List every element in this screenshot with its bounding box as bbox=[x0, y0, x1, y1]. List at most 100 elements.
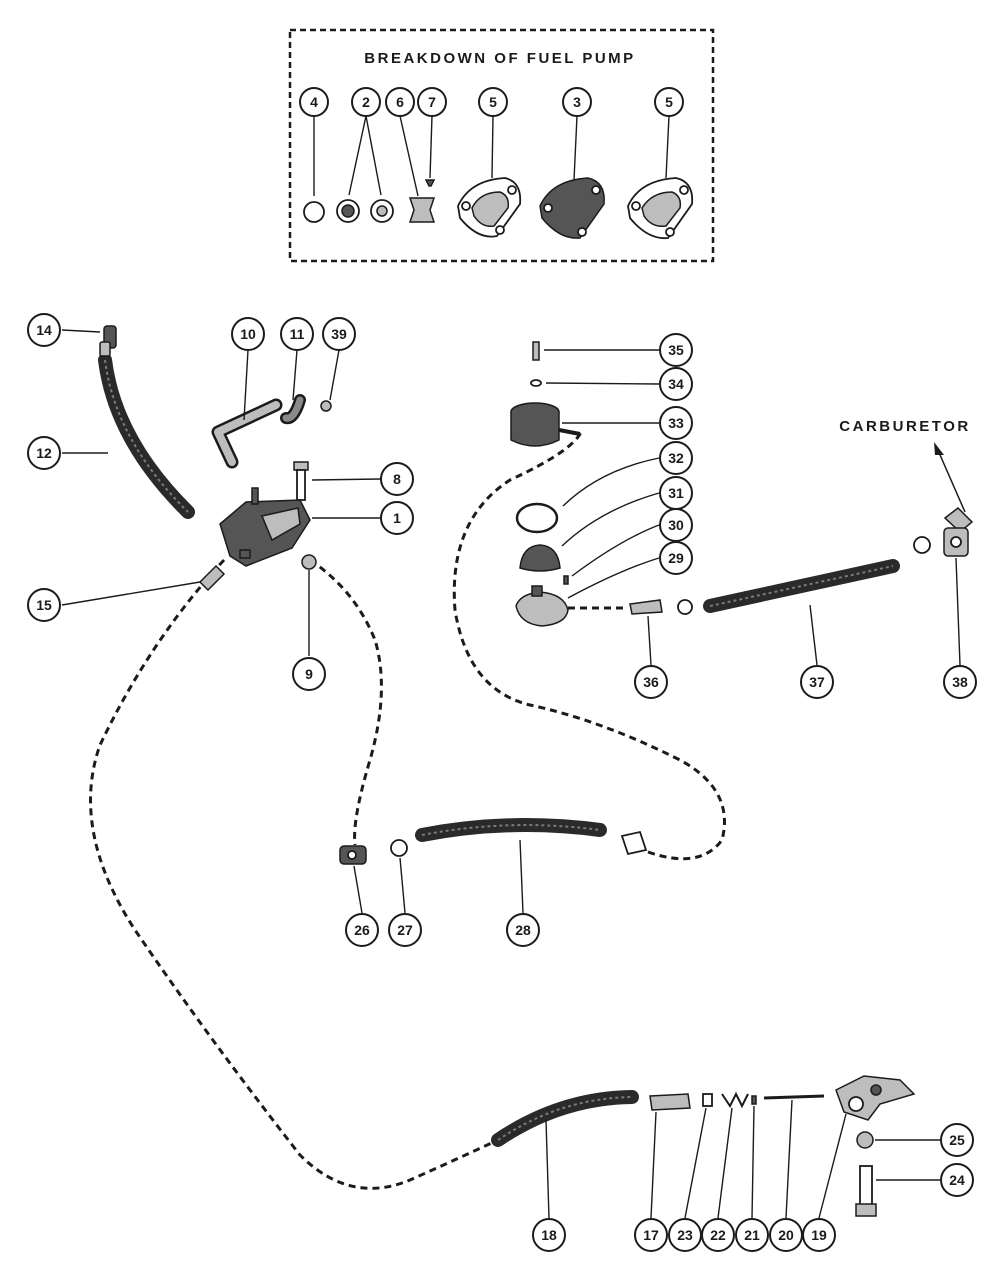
svg-text:3: 3 bbox=[573, 94, 581, 110]
svg-text:22: 22 bbox=[710, 1227, 726, 1243]
part-39-screw bbox=[320, 400, 332, 412]
svg-text:1: 1 bbox=[393, 510, 401, 526]
part-1-fuel-pump bbox=[219, 487, 311, 567]
svg-text:35: 35 bbox=[668, 342, 684, 358]
inset-title: BREAKDOWN OF FUEL PUMP bbox=[364, 50, 635, 67]
svg-text:4: 4 bbox=[310, 94, 318, 110]
callout-23: 23 bbox=[668, 1218, 702, 1252]
svg-text:17: 17 bbox=[643, 1227, 659, 1243]
callout-5-left: 5 bbox=[478, 87, 508, 117]
part-28-nut bbox=[620, 830, 648, 856]
svg-text:36: 36 bbox=[643, 674, 659, 690]
svg-text:15: 15 bbox=[36, 597, 52, 613]
callout-20: 20 bbox=[769, 1218, 803, 1252]
svg-text:5: 5 bbox=[665, 94, 673, 110]
callout-15: 15 bbox=[27, 588, 61, 622]
callout-33: 33 bbox=[659, 406, 693, 440]
svg-text:7: 7 bbox=[428, 94, 436, 110]
part-29-filter-base bbox=[515, 585, 569, 627]
fuel-line-routes bbox=[89, 429, 726, 1190]
callout-19: 19 bbox=[802, 1218, 836, 1252]
callout-24: 24 bbox=[940, 1163, 974, 1197]
part-6-valve-retainer bbox=[399, 115, 436, 223]
leader-lines bbox=[61, 329, 961, 1219]
part-17-fitting bbox=[649, 1093, 691, 1111]
svg-text:33: 33 bbox=[668, 415, 684, 431]
svg-text:38: 38 bbox=[952, 674, 968, 690]
route-pump-to-inlet-hose bbox=[89, 558, 499, 1190]
callout-8: 8 bbox=[380, 462, 414, 496]
svg-text:5: 5 bbox=[489, 94, 497, 110]
part-24-bolt bbox=[855, 1165, 877, 1217]
part-8-bolt bbox=[293, 461, 309, 501]
part-33-filter-bowl bbox=[510, 402, 581, 447]
part-36-nut bbox=[677, 599, 693, 615]
callout-25: 25 bbox=[940, 1123, 974, 1157]
svg-text:12: 12 bbox=[36, 445, 52, 461]
callout-21: 21 bbox=[735, 1218, 769, 1252]
part-32-o-ring bbox=[515, 502, 559, 534]
part-20-rod bbox=[763, 1094, 825, 1100]
svg-text:31: 31 bbox=[668, 485, 684, 501]
svg-text:8: 8 bbox=[393, 471, 401, 487]
svg-text:39: 39 bbox=[331, 326, 347, 342]
hose-37 bbox=[703, 559, 900, 613]
svg-text:28: 28 bbox=[515, 922, 531, 938]
part-10-tube bbox=[211, 398, 283, 469]
part-26-elbow bbox=[339, 845, 367, 865]
svg-text:27: 27 bbox=[397, 922, 413, 938]
callouts: 4 2 6 7 5 3 5 14 12 15 10 11 39 8 1 9 35… bbox=[27, 87, 977, 1252]
callout-17: 17 bbox=[634, 1218, 668, 1252]
svg-text:2: 2 bbox=[362, 94, 370, 110]
callout-6: 6 bbox=[385, 87, 415, 117]
part-30-screw bbox=[563, 575, 569, 585]
part-22-spring bbox=[721, 1091, 749, 1109]
callout-2: 2 bbox=[351, 87, 381, 117]
svg-text:29: 29 bbox=[668, 550, 684, 566]
parts bbox=[99, 325, 974, 1217]
callout-39: 39 bbox=[322, 317, 356, 351]
svg-text:19: 19 bbox=[811, 1227, 827, 1243]
callout-37: 37 bbox=[800, 665, 834, 699]
svg-text:18: 18 bbox=[541, 1227, 557, 1243]
route-filter-return bbox=[452, 429, 726, 861]
part-23-part bbox=[702, 1093, 713, 1107]
callout-32: 32 bbox=[659, 441, 693, 475]
carburetor-label: CARBURETOR bbox=[839, 418, 970, 435]
callout-12: 12 bbox=[27, 436, 61, 470]
part-4-valve-disk bbox=[303, 116, 325, 223]
callout-11: 11 bbox=[280, 317, 314, 351]
callout-3: 3 bbox=[562, 87, 592, 117]
part-34-washer bbox=[530, 379, 542, 387]
svg-text:32: 32 bbox=[668, 450, 684, 466]
part-15-fitting bbox=[198, 564, 226, 592]
svg-text:25: 25 bbox=[949, 1132, 965, 1148]
carburetor-arrow bbox=[934, 442, 966, 513]
callout-10: 10 bbox=[231, 317, 265, 351]
svg-text:6: 6 bbox=[396, 94, 404, 110]
callout-29: 29 bbox=[659, 541, 693, 575]
part-38-elbow-fitting bbox=[943, 507, 974, 557]
svg-text:34: 34 bbox=[668, 376, 684, 392]
callout-18: 18 bbox=[532, 1218, 566, 1252]
route-pump-to-elbow bbox=[309, 558, 383, 846]
callout-35: 35 bbox=[659, 333, 693, 367]
part-5-gasket-left bbox=[457, 115, 522, 238]
part-25-nut bbox=[856, 1131, 874, 1149]
part-21-part bbox=[751, 1095, 757, 1105]
callout-38: 38 bbox=[943, 665, 977, 699]
svg-text:26: 26 bbox=[354, 922, 370, 938]
svg-text:9: 9 bbox=[305, 666, 313, 682]
callout-31: 31 bbox=[659, 476, 693, 510]
hose-18 bbox=[491, 1090, 639, 1147]
part-36-fitting bbox=[629, 599, 663, 615]
fuel-pump-breakdown-inset: BREAKDOWN OF FUEL PUMP bbox=[288, 28, 715, 263]
part-35-screw bbox=[532, 341, 540, 361]
part-38-nut bbox=[913, 536, 931, 554]
svg-text:10: 10 bbox=[240, 326, 256, 342]
callout-27: 27 bbox=[388, 913, 422, 947]
hose-12 bbox=[98, 353, 195, 519]
svg-text:30: 30 bbox=[668, 517, 684, 533]
callout-26: 26 bbox=[345, 913, 379, 947]
